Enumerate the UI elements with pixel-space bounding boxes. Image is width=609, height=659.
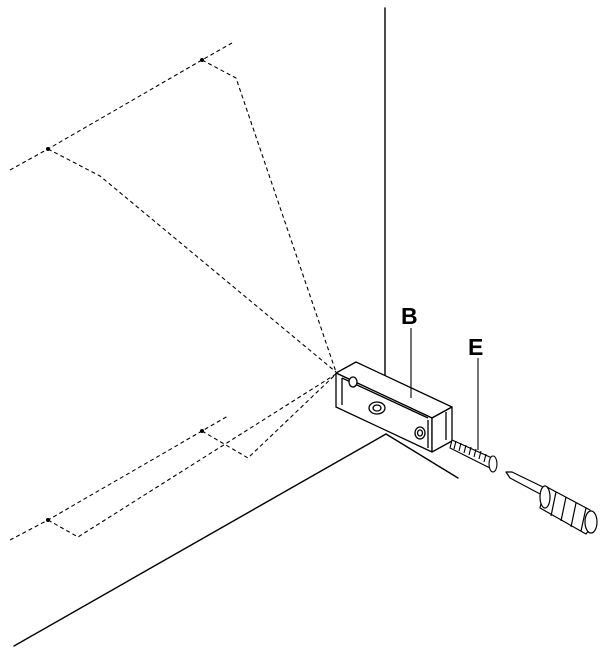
callout-label-e: E (468, 334, 483, 360)
upper-panel-edge (9, 42, 233, 171)
leader-lines (410, 328, 479, 450)
lower-panel-edge (9, 415, 229, 541)
floor-front-edge (13, 433, 387, 647)
lower-panel-inner-edge (47, 373, 337, 538)
panel-corner-dots (46, 58, 204, 522)
lower-panel-side-edge (201, 373, 337, 459)
cabinet-outline (13, 7, 459, 647)
hidden-panel-outline (9, 42, 337, 541)
bracket-icon (335, 361, 453, 453)
floor-side-edge (385, 433, 459, 479)
screw-icon (449, 439, 498, 473)
upper-panel-inner-edge (47, 148, 337, 373)
screwdriver-icon (505, 471, 598, 535)
callout-label-b: B (401, 303, 418, 329)
upper-panel-side-edge (201, 59, 337, 373)
